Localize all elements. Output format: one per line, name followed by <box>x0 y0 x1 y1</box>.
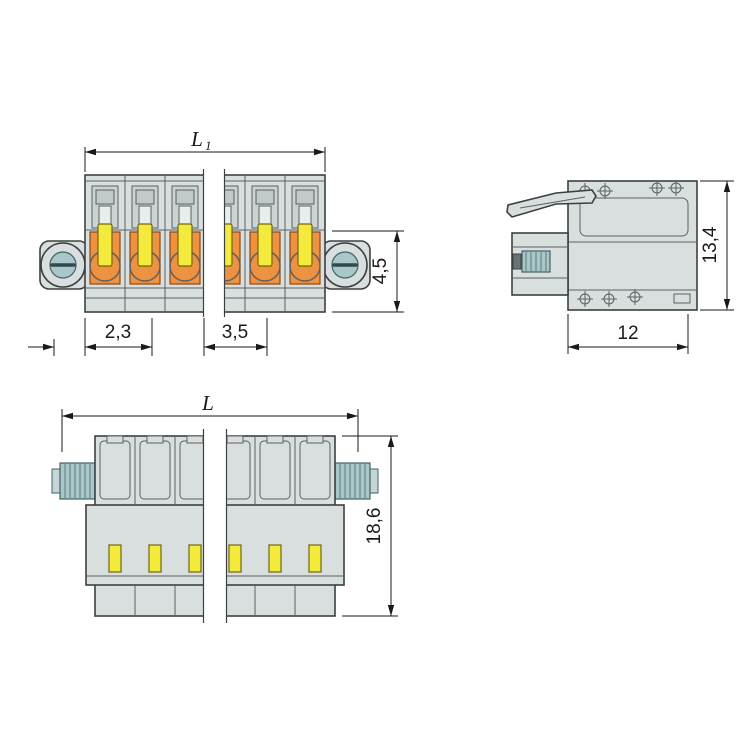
cavity-outline <box>579 197 689 237</box>
dim-pitch-3-5: 3,5 <box>203 318 268 356</box>
strain-relief-notch <box>673 293 691 304</box>
locking-lever <box>506 189 597 218</box>
dim-depth-18-6: 18,6 <box>342 435 398 617</box>
dim-13-4-label: 13,4 <box>700 226 721 263</box>
dim-l1: L 1 <box>84 127 326 172</box>
fixing-screw-right-top <box>334 462 379 500</box>
dim-3-5-label: 3,5 <box>222 322 248 343</box>
clamp-screw-side <box>521 250 551 273</box>
datum-arrow-left <box>28 339 55 356</box>
dim-depth-12: 12 <box>567 314 689 354</box>
break-lines-top <box>202 429 228 623</box>
break-lines-front <box>202 169 226 317</box>
front-view: L 1 4,5 2,3 3,5 <box>28 127 404 356</box>
dim-18-6-label: 18,6 <box>364 508 385 545</box>
dim-l1-label: L <box>190 127 203 151</box>
side-view: 13,4 12 <box>506 179 734 354</box>
dim-4-5-label: 4,5 <box>370 258 391 284</box>
dim-2-3-label: 2,3 <box>105 322 131 343</box>
dim-offset-2-3: 2,3 <box>84 318 153 356</box>
dim-l1-subscript: 1 <box>205 138 212 153</box>
dim-strip-4-5: 4,5 <box>332 230 404 313</box>
lever-slots-yellow <box>108 544 322 573</box>
fixing-screw-left-top <box>51 462 96 500</box>
contact-dark <box>512 253 522 270</box>
fixing-screw-right <box>321 240 371 290</box>
dim-12-label: 12 <box>617 323 638 344</box>
clamp-front-block <box>511 232 569 296</box>
top-view: L 18,6 <box>51 391 398 623</box>
dim-l-label: L <box>201 391 214 415</box>
dim-l: L <box>61 391 359 452</box>
fixing-screw-left <box>39 240 89 290</box>
dim-height-13-4: 13,4 <box>700 180 734 311</box>
